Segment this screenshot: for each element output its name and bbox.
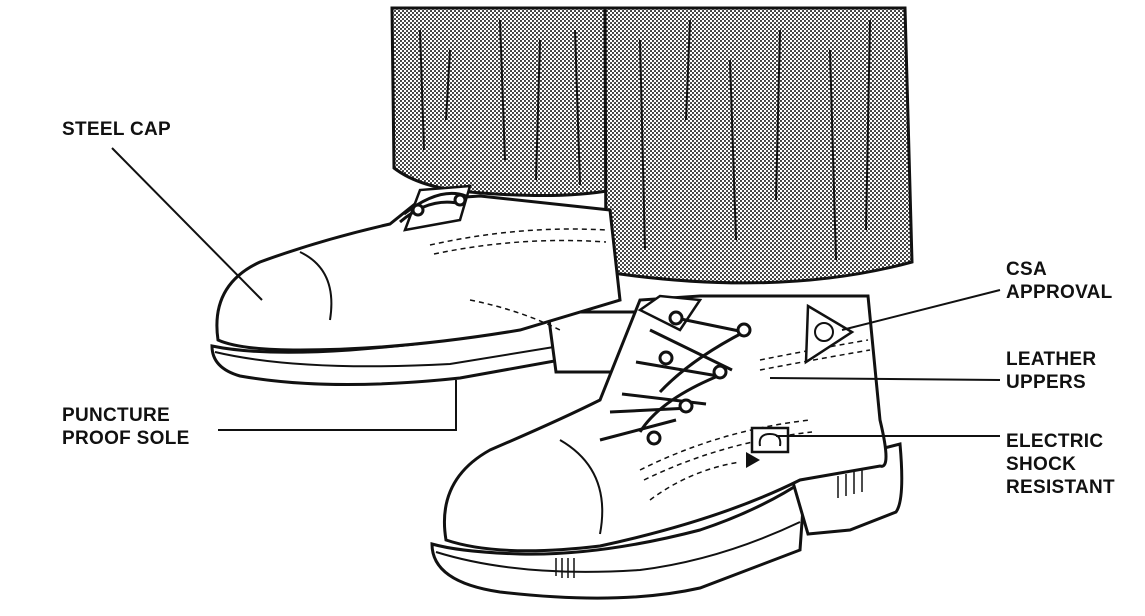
label-leather-uppers: LEATHER UPPERS bbox=[1006, 348, 1096, 394]
label-csa-line-2: APPROVAL bbox=[1006, 281, 1113, 304]
leader-puncture-sole bbox=[218, 380, 456, 430]
label-electric-line-2: SHOCK bbox=[1006, 453, 1115, 476]
rear-boot bbox=[212, 186, 655, 385]
leader-steel-cap bbox=[112, 148, 262, 300]
label-puncture-line-2: PROOF SOLE bbox=[62, 427, 190, 450]
label-electric-shock-resistant: ELECTRIC SHOCK RESISTANT bbox=[1006, 430, 1115, 499]
label-electric-line-3: RESISTANT bbox=[1006, 476, 1115, 499]
label-electric-line-1: ELECTRIC bbox=[1006, 430, 1115, 453]
rear-trouser-leg bbox=[392, 8, 612, 196]
front-trouser-leg bbox=[605, 8, 912, 283]
label-steel-cap-line: STEEL CAP bbox=[62, 118, 171, 141]
label-puncture-line-1: PUNCTURE bbox=[62, 404, 190, 427]
label-leather-line-1: LEATHER bbox=[1006, 348, 1096, 371]
label-steel-cap: STEEL CAP bbox=[62, 118, 171, 141]
label-csa-approval: CSA APPROVAL bbox=[1006, 258, 1113, 304]
label-csa-line-1: CSA bbox=[1006, 258, 1113, 281]
label-puncture-proof-sole: PUNCTURE PROOF SOLE bbox=[62, 404, 190, 450]
label-leather-line-2: UPPERS bbox=[1006, 371, 1096, 394]
